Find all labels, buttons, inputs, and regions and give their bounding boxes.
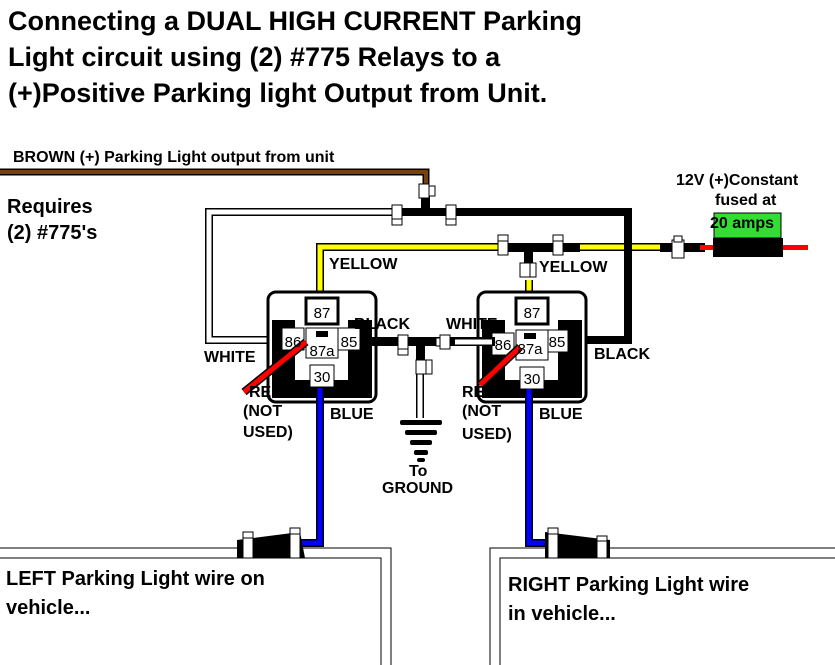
red-label-right-2: (NOT: [462, 403, 502, 420]
relay-left: [241, 290, 378, 404]
red-label-left-3: USED): [243, 424, 293, 441]
pin-30-right: 30: [524, 371, 541, 388]
ground-icon: [400, 420, 442, 462]
constant-label-1: 12V (+)Constant: [676, 172, 799, 189]
pin-87-left: 87: [314, 305, 331, 322]
title-line-3: (+)Positive Parking light Output from Un…: [8, 78, 548, 108]
pin-87a-left: 87a: [309, 343, 335, 360]
red-label-left-1: RED: [249, 384, 283, 401]
pin-87a-right: 87a: [517, 341, 543, 358]
red-label-left-2: (NOT: [243, 403, 283, 420]
pin-86-left: 86: [285, 334, 302, 351]
brown-wire: [0, 168, 430, 188]
red-label-right-1: RED: [462, 384, 496, 401]
yellow-label-left: YELLOW: [329, 256, 398, 273]
brown-wire-label: BROWN (+) Parking Light output from unit: [13, 149, 335, 166]
connector: [391, 183, 564, 278]
ground-label-1: To: [409, 463, 428, 480]
black-label-left: BLACK: [354, 316, 410, 333]
pin-85-right: 85: [549, 334, 566, 351]
fuse-rating-label: 20 amps: [710, 215, 775, 232]
blue-wire-left: [298, 388, 324, 547]
pin-85-left: 85: [341, 334, 358, 351]
red-label-right-3: USED): [462, 426, 512, 443]
fuse-body-top: [713, 212, 782, 239]
black-label-right: BLACK: [594, 346, 650, 363]
blue-label-left: BLUE: [330, 406, 374, 423]
ground-label-2: GROUND: [382, 480, 454, 497]
white-label-right: WHITE: [446, 316, 498, 333]
left-box-label-2: vehicle...: [6, 597, 91, 619]
right-vehicle-wire: [489, 547, 835, 665]
fuse-body: [713, 238, 783, 257]
black-wire-ground-bus: [360, 337, 495, 346]
left-vehicle-wire: [0, 547, 392, 665]
yellow-label-right: YELLOW: [539, 259, 608, 276]
constant-label-2: fused at: [715, 192, 777, 209]
title-line-2: Light circuit using (2) #775 Relays to a: [8, 42, 501, 72]
pin-87-right: 87: [524, 305, 541, 322]
right-box-label-1: RIGHT Parking Light wire: [508, 574, 750, 596]
right-box-label-2: in vehicle...: [508, 603, 616, 625]
pin-30-left: 30: [314, 369, 331, 386]
white-label-left: WHITE: [204, 349, 256, 366]
requires-label-2: (2) #775's: [7, 222, 98, 244]
blue-label-right: BLUE: [539, 406, 583, 423]
pin-86-right: 86: [495, 337, 512, 354]
title-line-1: Connecting a DUAL HIGH CURRENT Parking: [8, 6, 583, 36]
tap-connector-right: [545, 527, 610, 559]
requires-label-1: Requires: [7, 196, 93, 218]
tap-connector-left: [237, 527, 305, 559]
left-box-label-1: LEFT Parking Light wire on: [6, 568, 265, 590]
